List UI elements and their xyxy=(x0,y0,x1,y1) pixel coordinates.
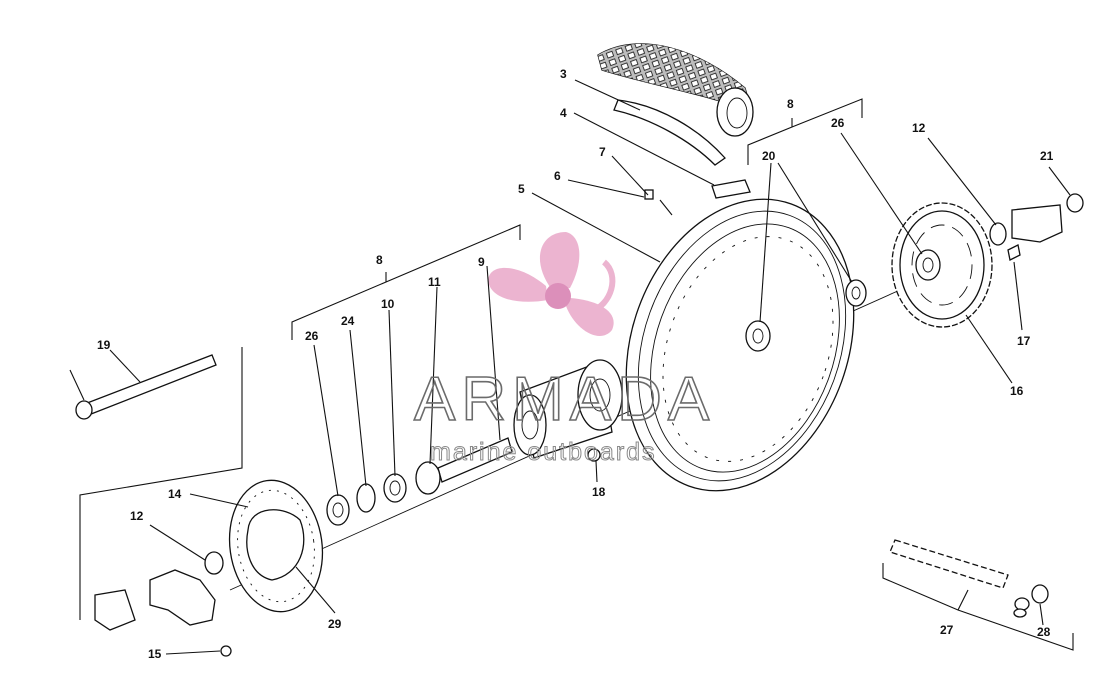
wheel-rim xyxy=(625,198,855,492)
callout-27: 27 xyxy=(940,623,954,637)
axle xyxy=(69,354,217,420)
caliper-bracket xyxy=(149,569,216,626)
callout-4: 4 xyxy=(560,106,567,120)
drive-chain xyxy=(889,539,1009,589)
spacer-left xyxy=(204,551,224,575)
rim-tape xyxy=(613,99,726,166)
leader-lines xyxy=(109,79,1071,655)
callout-19: 19 xyxy=(97,338,111,352)
callout-12-right: 12 xyxy=(912,121,926,135)
callout-6: 6 xyxy=(554,169,561,183)
callout-18: 18 xyxy=(592,485,606,499)
chain-adjuster-left xyxy=(94,589,136,631)
bearing-center xyxy=(745,320,771,352)
callout-8-left: 8 xyxy=(376,253,383,267)
callout-21: 21 xyxy=(1040,149,1054,163)
callout-29: 29 xyxy=(328,617,342,631)
adjuster-nut xyxy=(1066,193,1084,213)
callout-15: 15 xyxy=(148,647,162,661)
tire-section xyxy=(597,43,754,137)
callout-10: 10 xyxy=(381,297,395,311)
callout-labels: 3 4 5 6 7 8 8 9 10 11 12 12 14 15 16 17 … xyxy=(97,67,1054,661)
screw xyxy=(220,645,232,657)
bracket-group-8-right xyxy=(747,98,863,165)
watermark-brand: ARMADA xyxy=(414,365,715,434)
bearing-right xyxy=(845,279,867,307)
spacer-tube xyxy=(437,437,513,483)
watermark-tagline: marine outboards xyxy=(430,438,657,466)
callout-7: 7 xyxy=(599,145,606,159)
chain-master-link xyxy=(1013,584,1049,618)
callout-5: 5 xyxy=(518,182,525,196)
callout-12-left: 12 xyxy=(130,509,144,523)
callout-14: 14 xyxy=(168,487,182,501)
sprocket-bolt xyxy=(1007,244,1021,261)
callout-26-left: 26 xyxy=(305,329,319,343)
brake-disc xyxy=(228,479,324,613)
callout-3: 3 xyxy=(560,67,567,81)
callout-20: 20 xyxy=(762,149,776,163)
callout-9: 9 xyxy=(478,255,485,269)
callout-17: 17 xyxy=(1017,334,1031,348)
spacer-right xyxy=(989,222,1007,246)
callout-11: 11 xyxy=(428,275,441,289)
callout-16: 16 xyxy=(1010,384,1024,398)
callout-8-right: 8 xyxy=(787,97,794,111)
propeller-icon xyxy=(488,232,616,337)
callout-24: 24 xyxy=(341,314,355,328)
bracket-group-left-vertical xyxy=(79,347,243,620)
wheel-hub xyxy=(513,359,623,459)
hub-bolt xyxy=(587,448,601,462)
bearing-stack-left xyxy=(326,461,441,526)
sprocket xyxy=(891,202,993,328)
bracket-group-8-left xyxy=(291,224,521,340)
callout-28: 28 xyxy=(1037,625,1051,639)
chain-adjuster-right xyxy=(1011,204,1063,243)
callout-26-right: 26 xyxy=(831,116,845,130)
rim-lock xyxy=(644,179,751,216)
